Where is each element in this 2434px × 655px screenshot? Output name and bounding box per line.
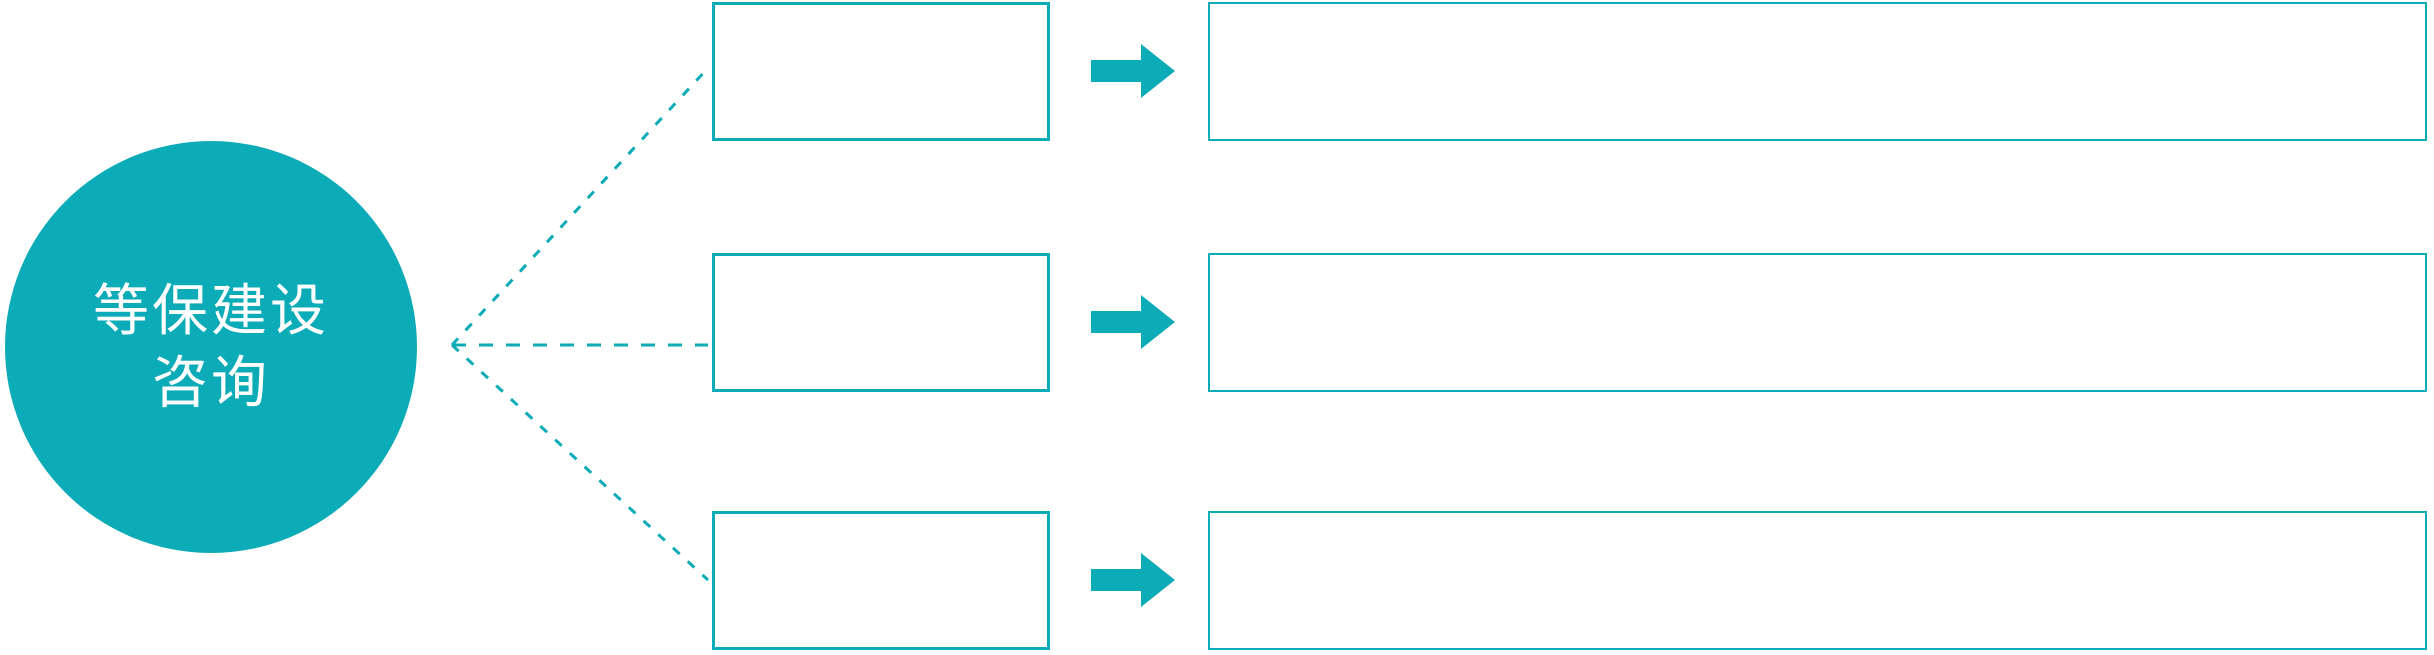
detail-box-1[interactable]	[1208, 2, 2427, 141]
branch-row-2	[0, 251, 2434, 395]
category-box-1-label	[715, 5, 1047, 25]
arrow-right-icon	[1091, 295, 1175, 349]
category-box-3[interactable]	[712, 511, 1050, 650]
category-box-2-label	[715, 256, 1047, 276]
arrow-right-icon	[1091, 44, 1175, 98]
detail-box-2[interactable]	[1208, 253, 2427, 392]
arrow-right-icon	[1091, 553, 1175, 607]
branch-row-3	[0, 509, 2434, 653]
detail-box-1-label	[1210, 4, 2425, 24]
detail-box-3[interactable]	[1208, 511, 2427, 650]
category-box-1[interactable]	[712, 2, 1050, 141]
branch-row-1	[0, 0, 2434, 144]
detail-box-2-label	[1210, 255, 2425, 275]
hub-label-line-2: 咨询	[152, 351, 270, 414]
category-box-3-label	[715, 514, 1047, 534]
detail-box-3-label	[1210, 513, 2425, 533]
category-box-2[interactable]	[712, 253, 1050, 392]
hub-label-line-1: 等保建设	[93, 279, 329, 343]
hub-circle[interactable]: 等保建设 咨询	[5, 141, 417, 553]
